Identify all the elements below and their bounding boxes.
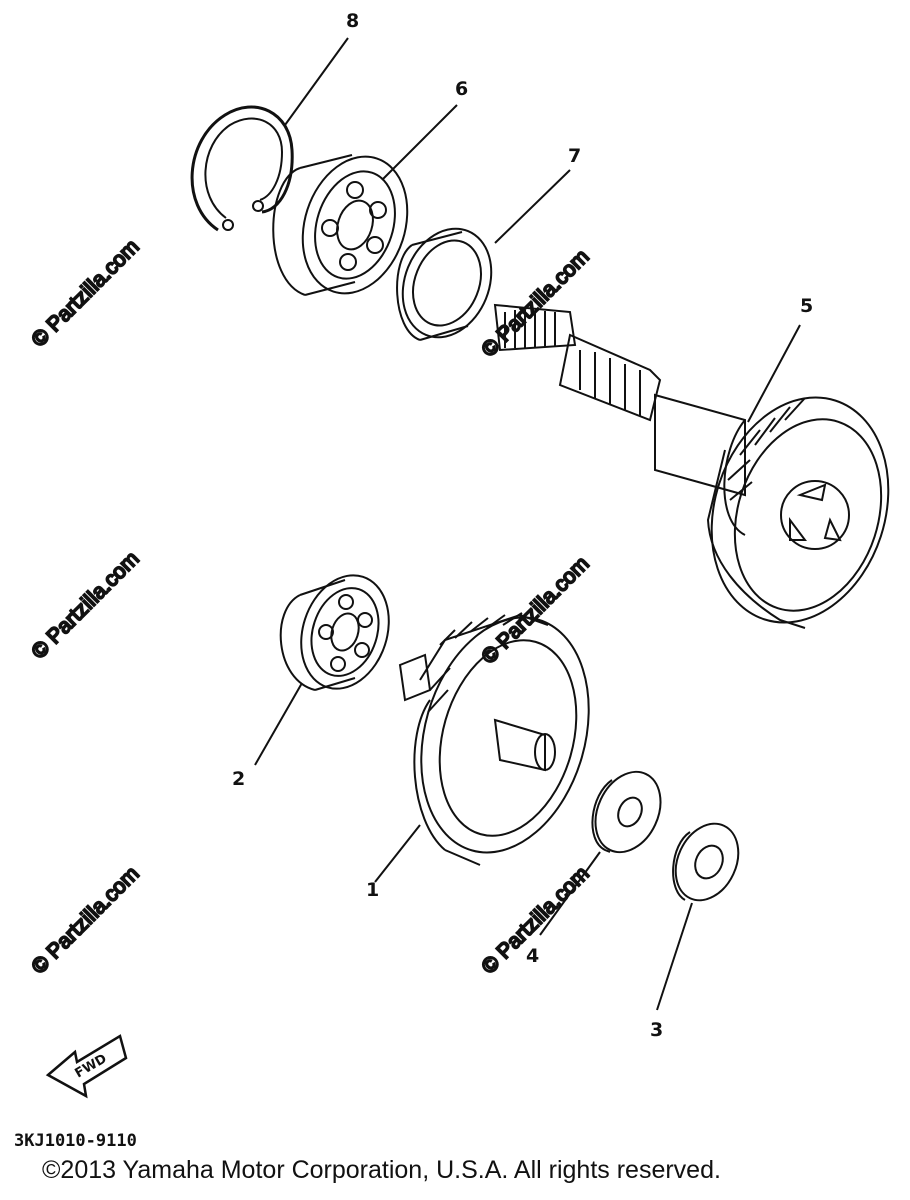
washer-part-3: [672, 822, 740, 902]
leader-line: [374, 824, 421, 883]
leader-line: [539, 851, 601, 936]
leader-line: [494, 169, 571, 244]
output-shaft-part-5: [493, 303, 890, 629]
copyright-notice: ©2013 Yamaha Motor Corporation, U.S.A. A…: [42, 1156, 721, 1184]
bearing-part-2: [279, 574, 390, 691]
circlip-part-8: [190, 105, 294, 232]
oil-seal-part-7: [396, 227, 493, 341]
leader-lines: [254, 37, 801, 1011]
washer-part-4: [591, 770, 662, 854]
callout-7: 7: [568, 145, 581, 167]
callout-3: 3: [650, 1019, 663, 1041]
gear-part-1: [398, 612, 590, 866]
fwd-label: FWD: [73, 1051, 110, 1081]
leader-line: [381, 104, 458, 181]
bearing-part-6: [272, 154, 409, 296]
leader-line: [284, 37, 349, 126]
watermark-text: © Partzilla.com: [27, 235, 143, 351]
part-code: 3KJ1010-9110: [14, 1131, 137, 1151]
callout-5: 5: [800, 295, 813, 317]
callout-2: 2: [232, 768, 245, 790]
callout-8: 8: [346, 10, 359, 32]
callout-1: 1: [366, 879, 379, 901]
callout-group: 8 6 7 5 2 1 4 3: [232, 10, 813, 1041]
fwd-arrow-icon: [45, 1034, 128, 1099]
leader-line: [747, 324, 801, 423]
callout-6: 6: [455, 78, 468, 100]
leader-line: [656, 902, 693, 1011]
leader-line: [254, 682, 303, 766]
callout-4: 4: [526, 945, 539, 967]
watermark-text: © Partzilla.com: [27, 547, 143, 663]
watermark-text: © Partzilla.com: [27, 862, 143, 978]
